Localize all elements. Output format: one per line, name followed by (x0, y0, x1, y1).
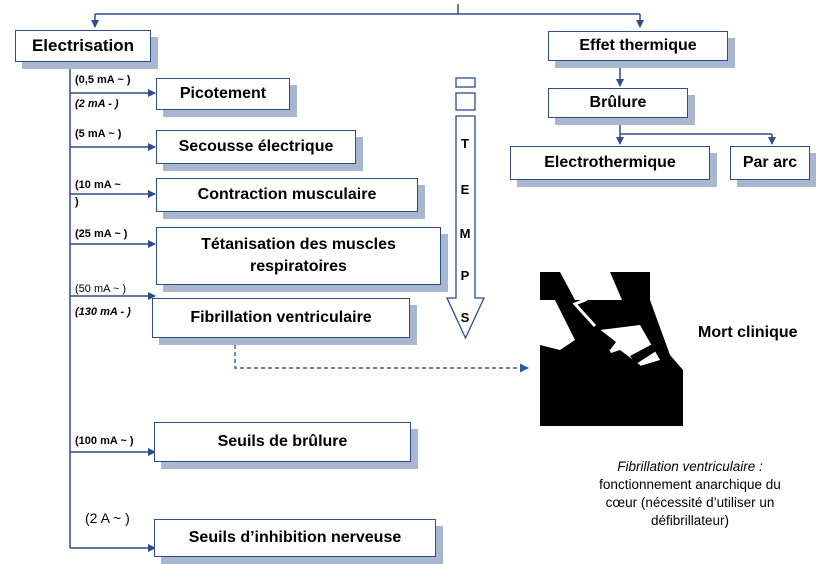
electrisation-box: Electrisation (15, 30, 151, 62)
contraction-box: Contraction musculaire (156, 178, 418, 212)
brulure-seuil-box: Seuils de brûlure (154, 422, 411, 462)
inhibition-label: Seuils d’inhibition nerveuse (188, 529, 402, 546)
secousse-label: Secousse électrique (178, 138, 334, 155)
electrocution-figure-icon (540, 272, 683, 426)
tetanisation-box: Tétanisation des muscles respiratoires (156, 227, 441, 285)
picotement-box: Picotement (156, 78, 290, 110)
label-2ma: (2 mA - ) (75, 98, 119, 110)
temps-letter-s: S (460, 310, 470, 325)
contraction-label: Contraction musculaire (197, 186, 377, 203)
temps-letter-m: M (459, 226, 471, 241)
tetanisation-line-2: respiratoires (250, 258, 347, 275)
fibrillation-box: Fibrillation ventriculaire (152, 298, 410, 338)
temps-letter-p: P (460, 268, 470, 283)
mort-clinique-label: Mort clinique (698, 324, 798, 341)
inhibition-box: Seuils d’inhibition nerveuse (154, 519, 436, 557)
label-25ma: (25 mA ~ ) (75, 228, 128, 240)
temps-letter-t: T (461, 136, 469, 151)
label-0-5ma: (0,5 mA ~ ) (75, 74, 131, 86)
caption-line-2: cœur (nécessité d’utiliser un (605, 495, 775, 510)
caption-title: Fibrillation ventriculaire : (617, 459, 763, 474)
label-50ma: (50 mA ~ ) (75, 283, 127, 295)
label-130ma: (130 mA - ) (75, 306, 131, 318)
label-5ma: (5 mA ~ ) (75, 128, 122, 140)
electrothermique-box: Electrothermique (510, 146, 710, 180)
brulure-label: Brûlure (589, 94, 647, 111)
brulure-box: Brûlure (548, 88, 688, 118)
temps-letter-e: E (460, 182, 470, 197)
effet-thermique-box: Effet thermique (548, 31, 728, 61)
electrisation-title: Electrisation (31, 36, 135, 55)
par-arc-box: Par arc (730, 146, 810, 180)
caption-line-1: fonctionnement anarchique du (599, 477, 781, 492)
effet-thermique-label: Effet thermique (579, 37, 697, 54)
par-arc-label: Par arc (742, 154, 798, 171)
secousse-box: Secousse électrique (156, 130, 356, 164)
label-10ma: (10 mA ~ (75, 179, 121, 191)
picotement-label: Picotement (179, 85, 267, 102)
fibrillation-label: Fibrillation ventriculaire (190, 309, 372, 326)
caption-line-3: défibrillateur) (650, 513, 730, 528)
label-100ma: (100 mA ~ ) (75, 435, 134, 447)
brulure-seuil-label: Seuils de brûlure (217, 433, 348, 450)
tetanisation-line-1: Tétanisation des muscles (201, 236, 396, 253)
label-10ma-close: ) (75, 196, 79, 208)
label-2a: (2 A ~ ) (85, 510, 130, 526)
electrothermique-label: Electrothermique (544, 154, 676, 171)
fibrillation-caption: Fibrillation ventriculaire : fonctionnem… (570, 458, 810, 530)
